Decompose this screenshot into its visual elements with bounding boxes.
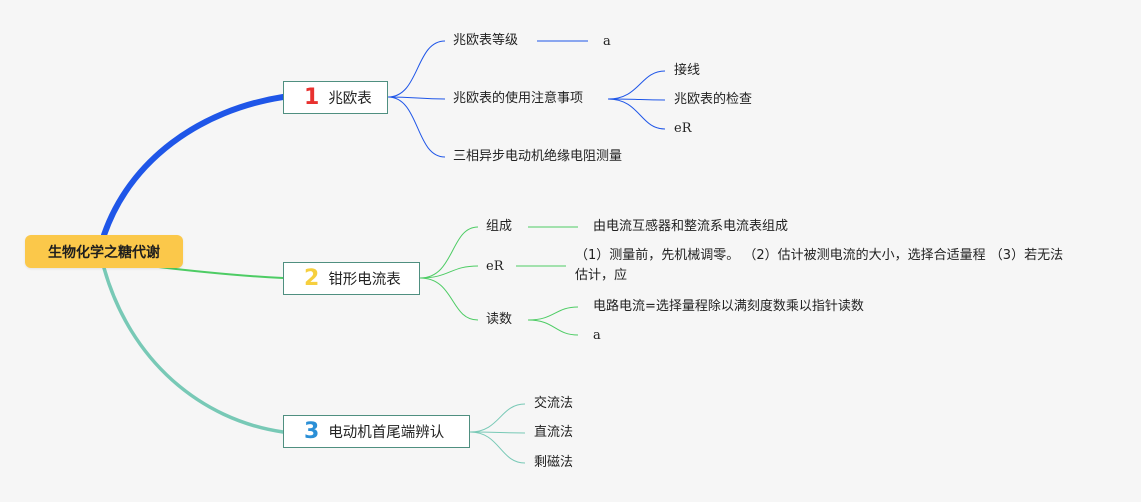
b2-c-sub-2 [527,319,579,336]
topic-megohmmeter-usage-notes[interactable]: 兆欧表的使用注意事项 [453,91,584,106]
topic-ac-method[interactable]: 交流法 [534,396,574,411]
topic-insulation-measurement[interactable]: 三相异步电动机绝缘电阻测量 [453,149,623,164]
branch-number-3: 3 [304,418,320,444]
topic-residual-magnetism-method[interactable]: 剩磁法 [534,455,574,470]
branch-number-1: 1 [304,84,320,110]
b1-connector-c [387,96,446,158]
branch-megohmmeter[interactable]: 1 兆欧表 [283,81,388,114]
topic-a[interactable]: a [603,34,611,49]
b3-connector-b [469,431,526,434]
topic-reading[interactable]: 读数 [486,312,513,327]
b1-b-sub-3 [607,98,666,130]
topic-current-formula[interactable]: 电路电流=选择量程除以满刻度数乘以指针读数 [593,299,864,314]
b2-connector-a [419,226,479,279]
b2-c-sub-1 [527,306,579,321]
b3-connector-c [469,431,526,464]
topic-er[interactable]: eR [486,259,504,274]
root-topic[interactable]: 生物化学之糖代谢 [25,235,183,268]
topic-a[interactable]: a [593,328,601,343]
topic-megohmmeter-grade[interactable]: 兆欧表等级 [453,33,519,48]
topic-measurement-steps[interactable]: （1）测量前，先机械调零。 （2）估计被测电流的大小，选择合适量程 （3）若无法… [575,248,1064,283]
branch-number-2: 2 [304,265,320,291]
b2-connector-c [419,277,479,321]
root-connector-3 [102,266,285,434]
topic-composition[interactable]: 组成 [486,219,513,234]
b1-b-sub-2 [607,98,666,101]
topic-wiring[interactable]: 接线 [674,63,701,78]
b3-connector-a [469,403,526,433]
branch-label: 电动机首尾端辨认 [328,425,445,441]
topic-er[interactable]: eR [674,121,692,136]
b1-connector-a [387,40,446,98]
branch-clamp-meter[interactable]: 2 钳形电流表 [283,262,420,295]
topic-dc-method[interactable]: 直流法 [534,425,574,440]
branch-label: 钳形电流表 [328,272,401,288]
branch-label: 兆欧表 [328,91,372,107]
root-label: 生物化学之糖代谢 [48,244,160,261]
topic-composition-detail[interactable]: 由电流互感器和整流系电流表组成 [593,219,789,234]
branch-motor-terminal-identification[interactable]: 3 电动机首尾端辨认 [283,415,470,448]
topic-megohmmeter-check[interactable]: 兆欧表的检查 [674,92,753,107]
b1-b-sub-1 [607,70,666,100]
b2-connector-b [419,265,479,279]
b1-connector-b [387,96,446,100]
root-connector-1 [101,94,286,238]
